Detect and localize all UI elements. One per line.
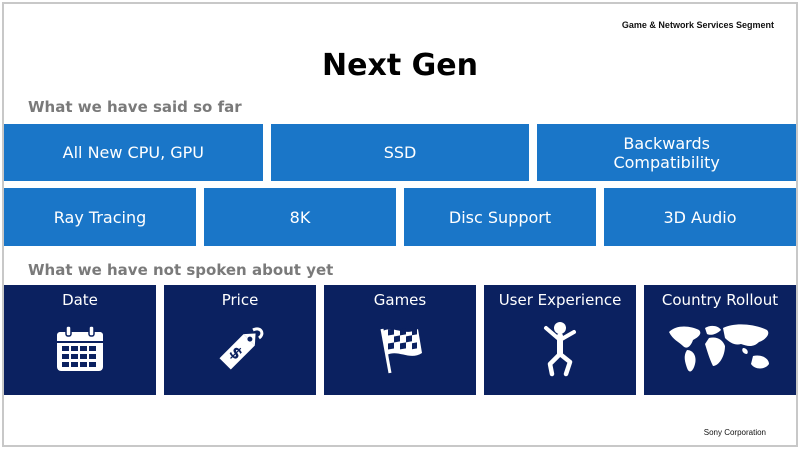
price-tag-icon: $	[213, 319, 267, 379]
box-price: Price $	[164, 285, 316, 395]
world-map-icon	[665, 319, 775, 379]
said-row-1: All New CPU, GPU SSD Backwards Compatibi…	[4, 124, 796, 181]
box-games: Games	[324, 285, 476, 395]
checkered-flag-icon	[374, 319, 426, 379]
price-label: Price	[221, 291, 259, 309]
section-said-label: What we have said so far	[28, 98, 242, 116]
box-cpu-gpu: All New CPU, GPU	[4, 124, 263, 181]
box-disc-support: Disc Support	[404, 188, 596, 246]
box-3d-audio: 3D Audio	[604, 188, 796, 246]
person-jumping-icon	[538, 319, 582, 379]
calendar-icon	[55, 319, 105, 379]
user-experience-label: User Experience	[498, 291, 622, 309]
box-ssd: SSD	[270, 124, 530, 181]
date-label: Date	[62, 291, 98, 309]
slide-title: Next Gen	[322, 48, 478, 83]
box-8k: 8K	[204, 188, 396, 246]
box-user-experience: User Experience	[484, 285, 636, 395]
country-rollout-label: Country Rollout	[661, 291, 779, 309]
box-date: Date	[4, 285, 156, 395]
said-row-2: Ray Tracing 8K Disc Support 3D Audio	[4, 188, 796, 246]
box-backwards-compatibility: Backwards Compatibility	[537, 124, 796, 181]
games-label: Games	[373, 291, 427, 309]
company-footer: Sony Corporation	[703, 428, 766, 437]
box-ray-tracing: Ray Tracing	[4, 188, 196, 246]
section-not-spoken-label: What we have not spoken about yet	[28, 261, 334, 279]
segment-label: Game & Network Services Segment	[621, 20, 774, 30]
box-country-rollout: Country Rollout	[644, 285, 796, 395]
not-spoken-row: Date Price	[4, 285, 796, 395]
